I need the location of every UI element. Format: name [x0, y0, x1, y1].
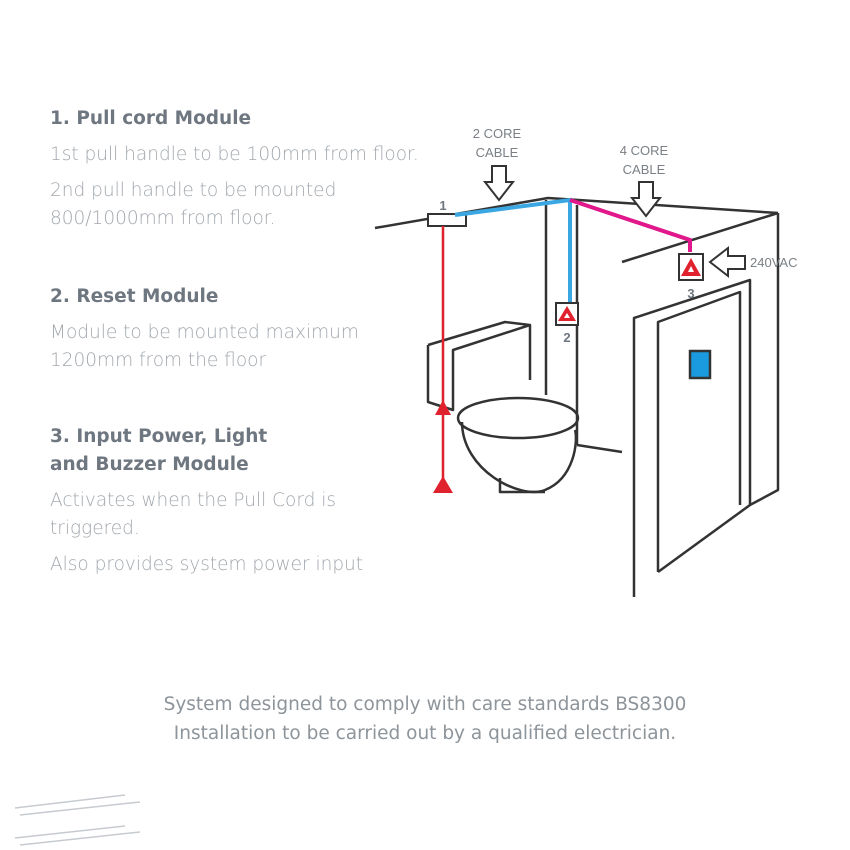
- four-core-cable-label: CABLE: [623, 162, 666, 177]
- two-core-cable-label: CABLE: [476, 145, 519, 160]
- section-text: Also provides system power input: [50, 554, 364, 575]
- toilet-seat: [456, 396, 580, 440]
- left-arrow-icon: [708, 245, 746, 279]
- floor-edge: [576, 443, 623, 454]
- section-heading: 3. Input Power, Light and Buzzer Module: [50, 426, 268, 475]
- section-text: 1st pull handle to be 100mm from floor.: [50, 144, 419, 165]
- four-core-cable-label: 4 CORE: [620, 143, 669, 158]
- ceiling-back-edge: [621, 211, 779, 264]
- pull-handle-upper: [435, 400, 451, 415]
- section-heading: 2. Reset Module: [50, 286, 219, 307]
- section-heading: 1. Pull cord Module: [50, 108, 252, 129]
- logo-streaks: [14, 794, 141, 846]
- section-text: Module to be mounted maximum 1200mm from…: [50, 322, 359, 371]
- section-reset: 2. Reset Module Module to be mounted max…: [50, 283, 450, 375]
- module-1-marker: 1: [439, 198, 446, 213]
- pull-handle-lower: [433, 476, 453, 493]
- door-panel: [656, 290, 742, 572]
- footer-line: System designed to comply with care stan…: [163, 694, 687, 715]
- footer-line: Installation to be carried out by a qual…: [173, 723, 677, 744]
- two-core-cable-label: 2 CORE: [473, 126, 522, 141]
- footer-notice: System designed to comply with care stan…: [0, 690, 850, 748]
- power-input-label: 240VAC: [750, 255, 797, 270]
- down-arrow-icon: [629, 181, 663, 218]
- module-2-marker: 2: [563, 330, 570, 345]
- cistern: [426, 320, 532, 412]
- toilet-base: [498, 478, 545, 494]
- down-arrow-icon: [482, 165, 516, 202]
- right-wall-edge: [749, 213, 780, 507]
- section-pull-cord: 1. Pull cord Module 1st pull handle to b…: [50, 105, 450, 233]
- module-3-marker: 3: [687, 286, 694, 301]
- section-input-power: 3. Input Power, Light and Buzzer Module …: [50, 423, 450, 579]
- warning-triangle-inner: [564, 313, 570, 318]
- section-text: Activates when the Pull Cord is triggere…: [50, 490, 337, 539]
- four-core-cable: [569, 198, 692, 252]
- section-text: 2nd pull handle to be mounted 800/1000mm…: [50, 180, 337, 229]
- two-core-cable: [454, 197, 572, 303]
- door-frame: [632, 278, 752, 597]
- pull-cord-module: [427, 213, 467, 227]
- warning-triangle-inner: [688, 266, 694, 272]
- light-module: [688, 349, 712, 380]
